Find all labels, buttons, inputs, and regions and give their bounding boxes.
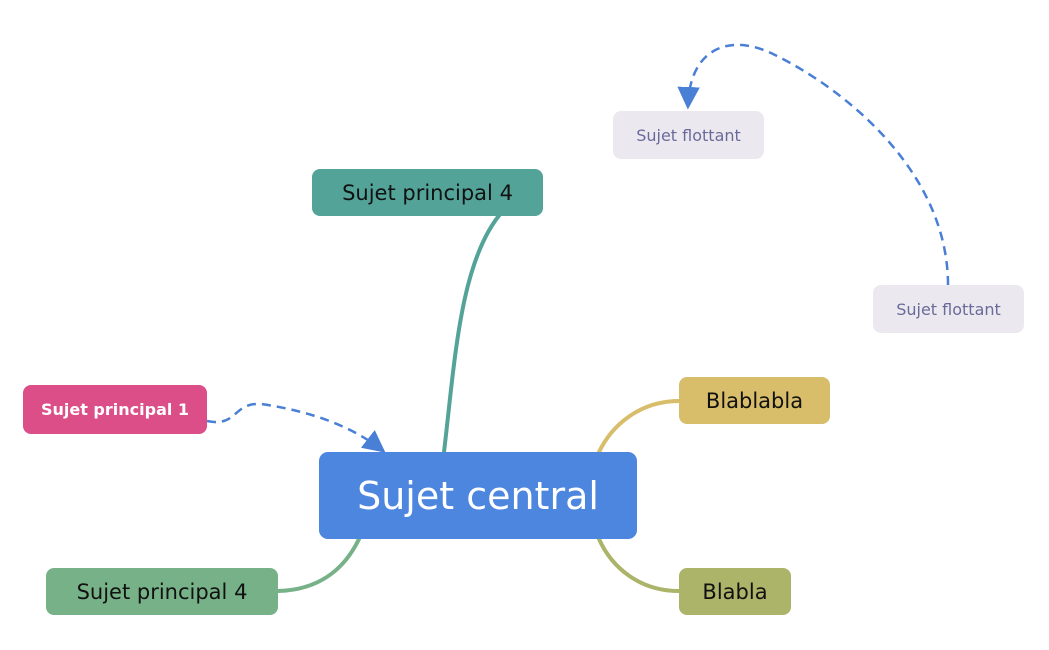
subtopic-blablabla-label: Blablabla	[705, 388, 804, 413]
main-topic-4-top-label: Sujet principal 4	[342, 180, 513, 205]
floating-topic-1-label: Sujet flottant	[636, 125, 741, 145]
main-topic-4-bottom-label: Sujet principal 4	[76, 579, 248, 604]
subtopic-blabla-label: Blabla	[702, 579, 768, 604]
link-central-blabla	[597, 537, 681, 593]
main-topic-1[interactable]: Sujet principal 1	[23, 385, 207, 434]
main-topic-1-label: Sujet principal 1	[40, 400, 190, 419]
main-topic-4-top[interactable]: Sujet principal 4	[312, 169, 543, 216]
link-central-main-top	[442, 210, 504, 454]
link-central-main-bottom	[276, 537, 361, 593]
floating-topic-2[interactable]: Sujet flottant	[873, 285, 1024, 333]
link-central-blablabla	[597, 399, 681, 454]
relation-main-1-central	[206, 402, 386, 453]
floating-topic-1[interactable]: Sujet flottant	[613, 111, 764, 159]
subtopic-blablabla[interactable]: Blablabla	[679, 377, 830, 424]
main-topic-4-bottom[interactable]: Sujet principal 4	[46, 568, 278, 615]
subtopic-blabla[interactable]: Blabla	[679, 568, 791, 615]
central-topic[interactable]: Sujet central	[319, 452, 637, 539]
relation-float-2-float-1	[677, 43, 950, 286]
floating-topic-2-label: Sujet flottant	[896, 299, 1001, 319]
central-topic-label: Sujet central	[357, 473, 599, 518]
